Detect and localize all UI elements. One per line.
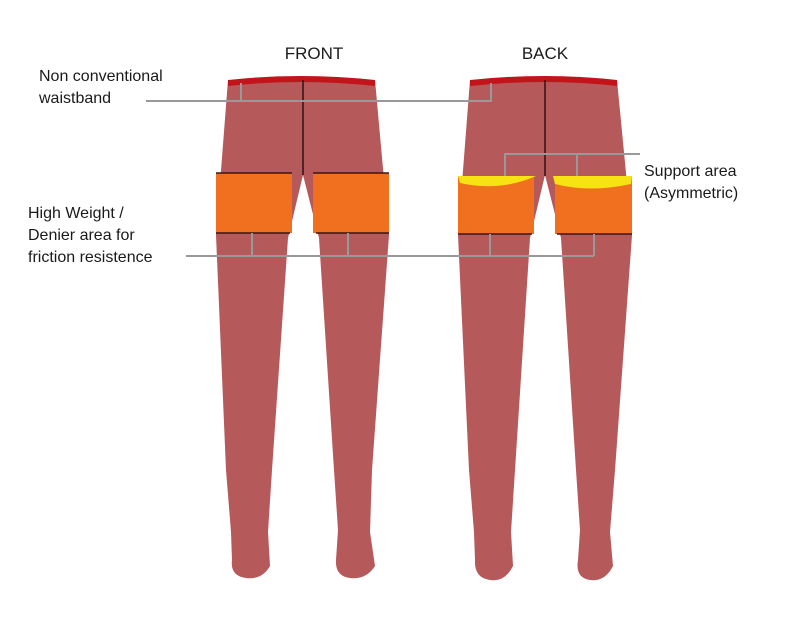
back-view-label: BACK — [522, 44, 569, 63]
back-support-zone-right — [553, 176, 632, 189]
back-waistband — [470, 76, 617, 86]
friction-callout-line1: High Weight / — [28, 205, 124, 222]
front-friction-zone-right — [313, 173, 389, 233]
friction-callout-line2: Denier area for — [28, 227, 135, 244]
front-friction-zone-left — [216, 173, 292, 233]
waistband-callout-line1: Non conventional — [39, 68, 163, 85]
front-view-label: FRONT — [285, 44, 344, 63]
front-waistband — [228, 76, 375, 86]
waistband-callout-line2: waistband — [38, 90, 111, 107]
support-leader-line — [504, 153, 640, 176]
leader-lines — [146, 83, 640, 257]
waistband-leader-line — [146, 83, 492, 102]
support-callout-line2: (Asymmetric) — [644, 185, 738, 202]
friction-callout-line3: friction resistence — [28, 249, 153, 266]
back-support-zone-left — [458, 176, 536, 187]
back-tights — [458, 76, 632, 581]
front-tights — [216, 76, 389, 579]
support-callout-line1: Support area — [644, 163, 737, 180]
